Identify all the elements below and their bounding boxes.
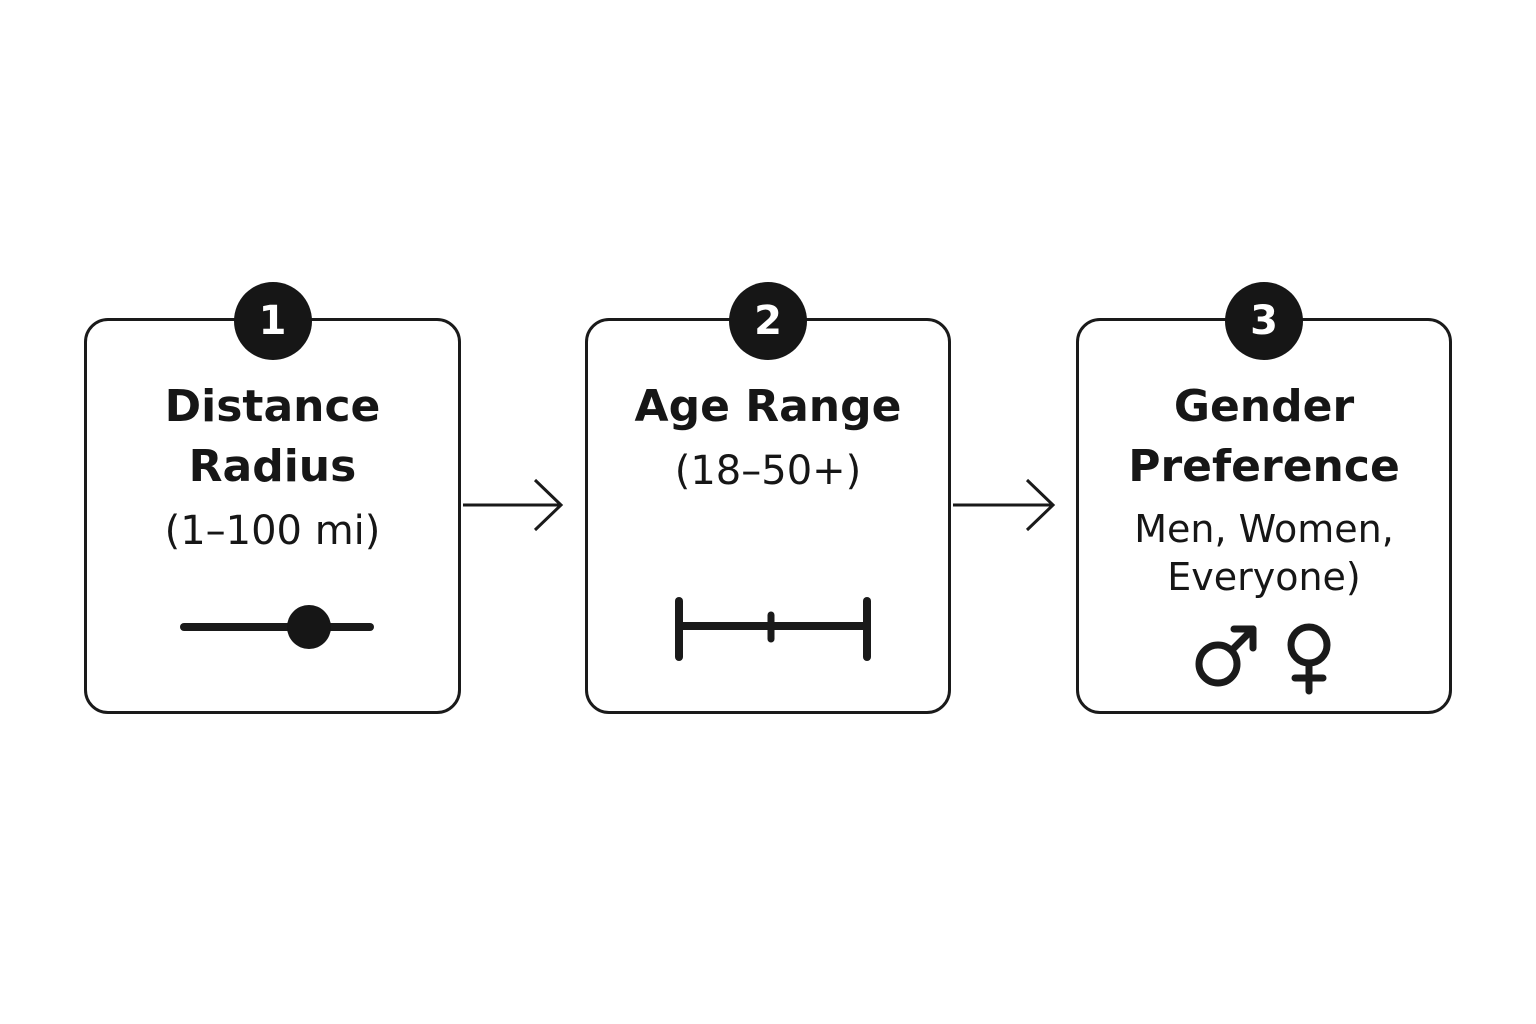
step-card-age-range: 2 Age Range (18–50+) xyxy=(585,282,951,714)
male-symbol-icon xyxy=(1195,625,1257,687)
step-title-line: Age Range xyxy=(634,381,902,432)
step-subtitle: (18–50+) xyxy=(588,445,948,497)
step-title-line: Preference xyxy=(1128,441,1400,492)
step-title-line: Distance xyxy=(164,381,381,432)
range-ruler-icon xyxy=(675,597,871,661)
step-subtitle: (1–100 mi) xyxy=(87,505,458,557)
female-symbol-icon xyxy=(1287,623,1331,695)
step-title: Gender Preference xyxy=(1079,377,1449,497)
step-subtitle-line: (18–50+) xyxy=(674,448,862,494)
slider-icon xyxy=(180,605,374,649)
step-subtitle-line: Everyone) xyxy=(1167,555,1361,599)
step-subtitle-line: Men, Women, xyxy=(1134,507,1394,551)
arrow-right-icon xyxy=(953,478,1056,532)
step-title: Distance Radius xyxy=(87,377,458,497)
step-card-gender-preference: 3 Gender Preference Men, Women, Everyone… xyxy=(1076,282,1452,714)
step-number-badge: 3 xyxy=(1225,282,1303,360)
step-title-line: Gender xyxy=(1173,381,1355,432)
step-subtitle: Men, Women, Everyone) xyxy=(1079,505,1449,601)
step-subtitle-line: (1–100 mi) xyxy=(164,508,381,554)
step-number-badge: 1 xyxy=(233,282,312,360)
arrow-right-icon xyxy=(463,478,564,532)
step-title-line: Radius xyxy=(188,441,357,492)
step-number-badge: 2 xyxy=(729,282,807,360)
step-card-distance-radius: 1 Distance Radius (1–100 mi) xyxy=(84,282,461,714)
step-title: Age Range xyxy=(588,377,948,437)
